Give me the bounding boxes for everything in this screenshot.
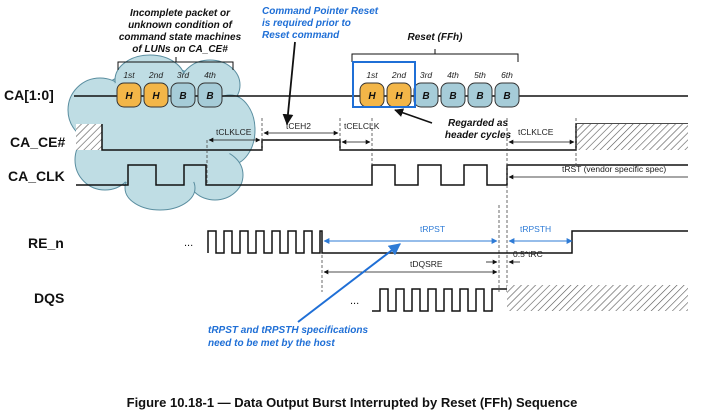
cmd-pointer-arrow (282, 41, 296, 126)
ca-ce-hatch-left (76, 124, 102, 150)
trpsth-label: tRPSTH (520, 224, 551, 234)
incomplete-note-line-2: unknown condition of (128, 20, 234, 31)
reset-packet-cycle-2-ordinal: 2nd (391, 70, 406, 80)
reset-packet-cycle-6-ordinal: 6th (501, 70, 513, 80)
tclklce-right-label: tCLKLCE (518, 127, 554, 137)
left-packet-cycle-1-ordinal: 1st (123, 70, 135, 80)
trpst-note-arrow (297, 243, 401, 323)
signal-dqs: DQS (34, 290, 64, 306)
left-packet-cycle-1-pill (116, 82, 142, 108)
left-packet-cycle-2-ordinal: 2nd (148, 70, 163, 80)
re-n-waveform (207, 230, 688, 254)
reset-packet-cycle-4-pill (440, 82, 466, 108)
cmd-pointer-note-line-2: is required prior to (262, 18, 351, 29)
dqs-waveform (372, 288, 507, 312)
reset-packet-cycle-3-letter: B (422, 91, 429, 102)
header-note-arrow (394, 108, 433, 124)
reset-ffh-label: Reset (FFh) (408, 32, 464, 43)
timing-guides (206, 118, 577, 292)
reset-packet-cycle-6-pill (494, 82, 520, 108)
left-packet-cycle-4-ordinal: 4th (204, 70, 216, 80)
reset-packet-cycle-4-ordinal: 4th (447, 70, 459, 80)
ca-clk-waveform (76, 164, 688, 186)
left-packet-cycle-3-ordinal: 3rd (177, 70, 190, 80)
signal-ca-ce: CA_CE# (10, 134, 65, 150)
signal-ca: CA[1:0] (4, 87, 54, 103)
header-note-line-2: header cycles (445, 130, 512, 141)
reset-packet-brace (351, 49, 519, 62)
left-packet-cycle-4-letter: B (206, 91, 213, 102)
dqs-hatch (507, 285, 688, 311)
reset-packet-cycle-1-letter: H (368, 91, 376, 102)
signal-ca-clk: CA_CLK (8, 168, 65, 184)
reset-packet-cycle-5-letter: B (476, 91, 483, 102)
half-trc-label: 0.5*tRC (513, 249, 543, 259)
reset-packet-cycle-5-pill (467, 82, 493, 108)
incomplete-note-line-1: Incomplete packet or (130, 8, 231, 19)
reset-packet-cycle-3-ordinal: 3rd (420, 70, 433, 80)
left-packet-brace (117, 57, 234, 70)
reset-packet-cycle-6-letter: B (503, 91, 510, 102)
reset-packet-cycle-5-ordinal: 5th (474, 70, 486, 80)
left-packet-cycle-3-pill (170, 82, 196, 108)
left-packet-cycle-2-pill (143, 82, 169, 108)
header-highlight-box (352, 61, 416, 108)
ca-ce-hatch-right (577, 124, 688, 150)
trpst-note-line-1: tRPST and tRPSTH specifications (208, 325, 368, 336)
cmd-pointer-note-line-3: Reset command (262, 30, 340, 41)
tdqsre-label: tDQSRE (410, 259, 443, 269)
figure-caption: Figure 10.18-1 — Data Output Burst Inter… (127, 395, 578, 410)
tclklce-left-label: tCLKLCE (216, 127, 252, 137)
trst-label: tRST (vendor specific spec) (562, 164, 666, 174)
incomplete-note-line-4: of LUNs on CA_CE# (132, 44, 228, 55)
signal-re-n: RE_n (28, 235, 64, 251)
trpst-label: tRPST (420, 224, 445, 234)
left-packet-cycle-2-letter: H (152, 91, 160, 102)
incomplete-note-line-3: command state machines (119, 32, 242, 43)
header-note-line-1: Regarded as (448, 118, 508, 129)
reset-packet-cycle-1-ordinal: 1st (366, 70, 378, 80)
tceh2-label: tCEH2 (286, 121, 311, 131)
left-packet-cycle-4-pill (197, 82, 223, 108)
left-packet-cycle-3-letter: B (179, 91, 186, 102)
trpst-note-line-2: need to be met by the host (208, 338, 335, 349)
re-n-ellipsis: ... (184, 237, 193, 249)
dqs-ellipsis: ... (350, 295, 359, 307)
reset-packet-cycle-4-letter: B (449, 91, 456, 102)
tcelclk-label: tCELCLK (344, 121, 380, 131)
left-packet-cycle-1-letter: H (125, 91, 133, 102)
cmd-pointer-note-line-1: Command Pointer Reset (262, 6, 379, 17)
reset-packet-cycle-2-letter: H (395, 91, 403, 102)
